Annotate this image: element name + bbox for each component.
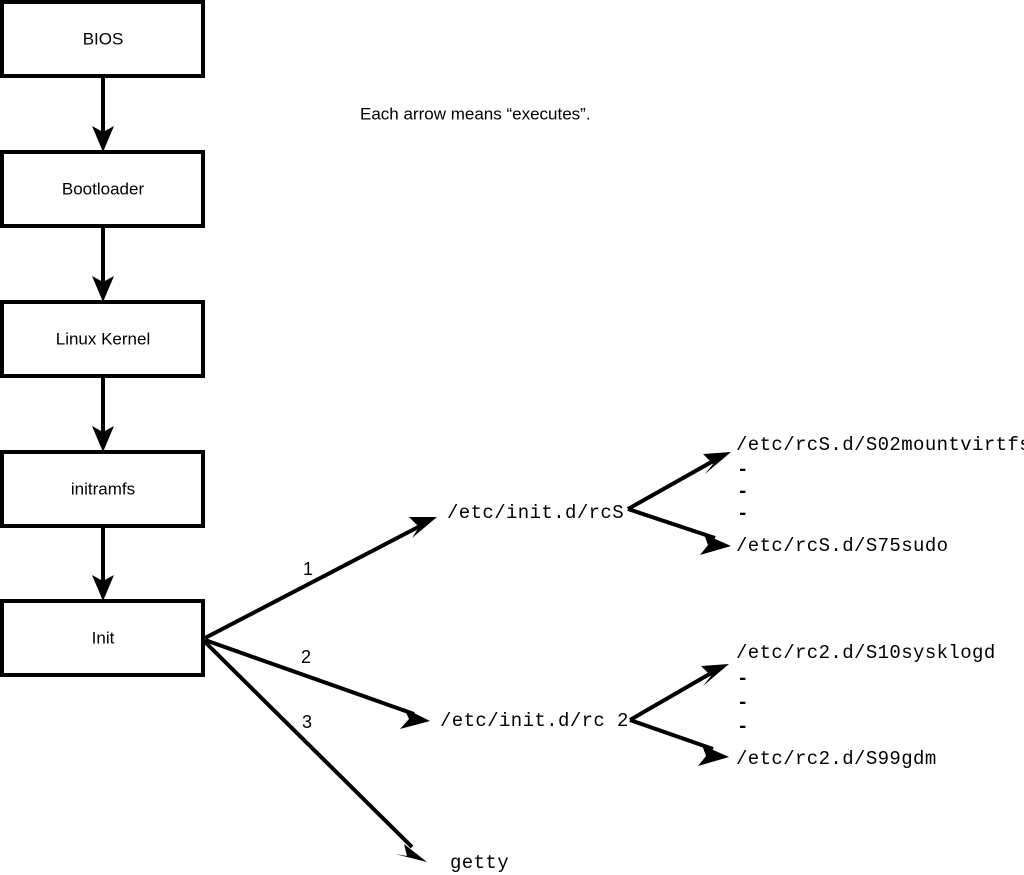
edge-rcS-to-last	[627, 507, 731, 555]
box-linux-kernel-rect[interactable]	[0, 300, 205, 378]
edge-bios-to-bootloader	[92, 76, 114, 152]
edge-init-to-rc2	[204, 638, 430, 729]
arrowhead-icon	[92, 426, 114, 452]
box-bios-rect[interactable]	[0, 0, 205, 78]
label-getty: getty	[450, 852, 509, 874]
arrowhead-icon	[701, 664, 729, 686]
arrowhead-icon	[92, 276, 114, 302]
box-initramfs[interactable]: initramfs	[0, 450, 205, 528]
box-initramfs-rect[interactable]	[0, 450, 205, 528]
box-bootloader-label: Bootloader	[62, 179, 145, 198]
box-linux-kernel-label: Linux Kernel	[56, 329, 151, 348]
box-bootloader[interactable]: Bootloader	[0, 150, 205, 228]
branch-number-3: 3	[302, 712, 312, 732]
label-rc2-script: /etc/init.d/rc 2	[440, 710, 629, 732]
ellipsis-dash-rcsd-2: -	[737, 481, 748, 503]
ellipsis-dash-rc2d-3: -	[737, 716, 748, 738]
box-bootloader-rect[interactable]	[0, 150, 205, 228]
ellipsis-dash-rc2d-1: -	[737, 668, 748, 690]
label-rc2d-first: /etc/rc2.d/S10sysklogd	[736, 642, 996, 664]
branch-number-2: 2	[301, 647, 311, 667]
label-rcsd-first: /etc/rcS.d/S02mountvirtfs	[736, 434, 1024, 456]
box-init[interactable]: Init	[0, 599, 205, 677]
label-rcS-script: /etc/init.d/rcS	[447, 502, 624, 524]
box-bios-label: BIOS	[83, 29, 124, 48]
arrowhead-icon	[409, 517, 437, 538]
box-initramfs-label: initramfs	[71, 479, 135, 498]
edge-rcS-to-first	[627, 452, 731, 511]
box-init-rect[interactable]	[0, 599, 205, 677]
arrowhead-icon	[700, 534, 731, 555]
arrowhead-icon	[395, 844, 427, 862]
diagram-caption: Each arrow means “executes”.	[360, 104, 591, 123]
arrowhead-icon	[703, 452, 731, 474]
box-bios[interactable]: BIOS	[0, 0, 205, 78]
edge-rc2-to-first	[628, 664, 729, 722]
ellipsis-dash-rcsd-1: -	[737, 459, 748, 481]
edge-initramfs-to-init	[92, 526, 114, 601]
label-rcsd-last: /etc/rcS.d/S75sudo	[736, 535, 948, 557]
edge-init-to-rcS	[204, 517, 437, 640]
label-rc2d-last: /etc/rc2.d/S99gdm	[736, 748, 937, 770]
box-linux-kernel[interactable]: Linux Kernel	[0, 300, 205, 378]
arrowhead-icon	[92, 126, 114, 152]
ellipsis-dash-rcsd-3: -	[737, 503, 748, 525]
arrowhead-icon	[400, 708, 430, 729]
edge-rc2-to-last	[629, 718, 729, 766]
edge-bootloader-to-kernel	[92, 226, 114, 302]
branch-number-1: 1	[303, 559, 313, 579]
edge-kernel-to-initramfs	[92, 376, 114, 452]
arrowhead-icon	[92, 575, 114, 601]
ellipsis-dash-rc2d-2: -	[737, 692, 748, 714]
edge-init-to-getty	[203, 640, 427, 862]
arrowhead-icon	[698, 745, 729, 766]
box-init-label: Init	[92, 628, 115, 647]
